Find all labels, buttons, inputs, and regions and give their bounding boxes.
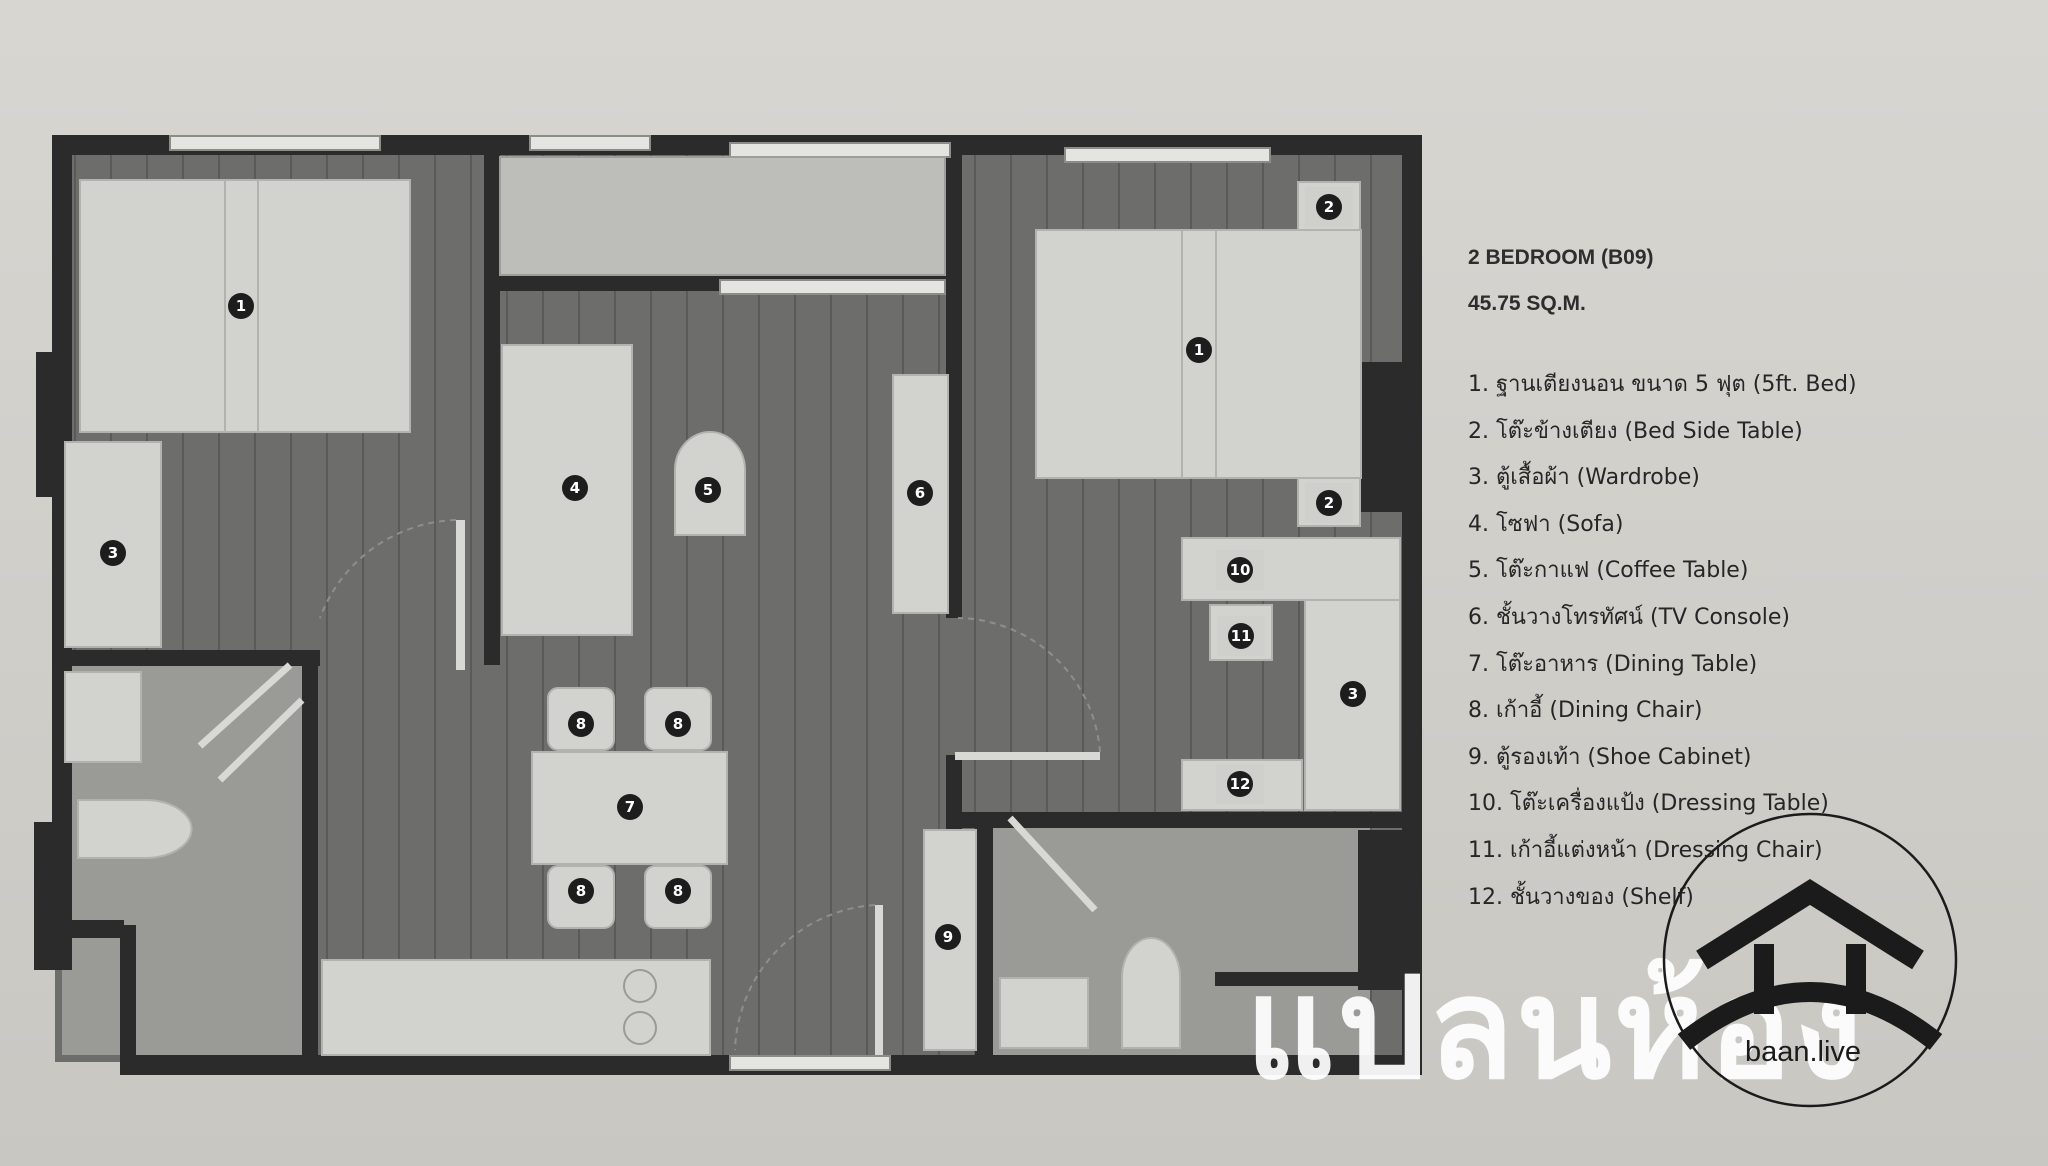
number-marker-label: 2: [1324, 494, 1334, 512]
number-marker-label: 10: [1230, 561, 1251, 579]
basin-2: [999, 977, 1089, 1049]
number-marker-label: 8: [576, 882, 586, 900]
number-marker: 5: [695, 477, 721, 503]
number-marker-label: 2: [1324, 198, 1334, 216]
number-marker: 9: [935, 924, 961, 950]
number-marker-label: 8: [673, 715, 683, 733]
number-marker-label: 4: [570, 479, 580, 497]
number-marker-label: 5: [703, 481, 713, 499]
number-marker: 2: [1305, 483, 1353, 523]
number-marker: 1: [1186, 337, 1212, 363]
number-marker: 6: [907, 480, 933, 506]
legend-item: 7. โต๊ะอาหาร (Dining Table): [1468, 651, 1758, 677]
number-marker: 8: [665, 711, 691, 737]
number-marker-label: 12: [1230, 775, 1251, 793]
number-marker: 8: [568, 711, 594, 737]
number-marker-label: 6: [915, 484, 925, 502]
dressing-table: [1181, 537, 1401, 601]
number-marker: 1: [228, 293, 254, 319]
number-marker-label: 7: [625, 798, 635, 816]
number-marker: 12: [1216, 764, 1264, 804]
legend-item: 10. โต๊ะเครื่องแป้ง (Dressing Table): [1468, 791, 1829, 817]
number-marker: 3: [100, 540, 126, 566]
number-marker: 8: [568, 878, 594, 904]
shower-area: [64, 671, 142, 763]
number-marker: 2: [1305, 187, 1353, 227]
legend-item: 12. ชั้นวางของ (Shelf): [1468, 884, 1694, 910]
legend-item: 1. ฐานเตียงนอน ขนาด 5 ฟุต (5ft. Bed): [1468, 372, 1857, 397]
legend-item: 9. ตู้รองเท้า (Shoe Cabinet): [1468, 744, 1752, 770]
legend-item: 5. โต๊ะกาแฟ (Coffee Table): [1468, 558, 1749, 584]
logo-text: baan.live: [1744, 1036, 1862, 1068]
toilet-1: [77, 799, 193, 859]
number-marker-label: 11: [1231, 627, 1252, 645]
legend-item: 2. โต๊ะข้างเตียง (Bed Side Table): [1468, 418, 1803, 444]
kitchen-counter: [321, 959, 711, 1056]
unit-info-panel: 2 BEDROOM (B09) 45.75 SQ.M. 1. ฐานเตียงน…: [1468, 246, 2028, 921]
number-marker: 11: [1217, 616, 1265, 656]
furniture-legend: 1. ฐานเตียงนอน ขนาด 5 ฟุต (5ft. Bed) 2. …: [1468, 362, 2028, 921]
windows: [169, 135, 1271, 1071]
number-marker-label: 8: [673, 882, 683, 900]
unit-area: 45.75 SQ.M.: [1468, 292, 1586, 315]
legend-item: 11. เก้าอี้แต่งหน้า (Dressing Chair): [1468, 837, 1823, 863]
doors: [197, 519, 1101, 1055]
legend-item: 4. โซฟา (Sofa): [1468, 511, 1624, 537]
number-marker-label: 1: [236, 297, 246, 315]
number-marker-label: 3: [1348, 685, 1358, 703]
storage-cabinet: [499, 156, 946, 276]
legend-item: 8. เก้าอี้ (Dining Chair): [1468, 698, 1703, 724]
number-marker: 7: [617, 794, 643, 820]
legend-item: 6. ชั้นวางโทรทัศน์ (TV Console): [1468, 604, 1791, 630]
number-marker-label: 8: [576, 715, 586, 733]
legend-item: 3. ตู้เสื้อผ้า (Wardrobe): [1468, 465, 1700, 491]
number-marker: 8: [665, 878, 691, 904]
toilet-2: [1121, 937, 1181, 1049]
number-marker-label: 3: [108, 544, 118, 562]
number-marker-label: 9: [943, 928, 953, 946]
number-marker-label: 1: [1194, 341, 1204, 359]
number-marker: 3: [1340, 681, 1366, 707]
number-marker: 10: [1216, 550, 1264, 590]
house-logo-icon: [1662, 812, 1958, 1108]
unit-type-title: 2 BEDROOM (B09): [1468, 246, 1654, 269]
number-marker: 4: [562, 475, 588, 501]
furniture: [64, 179, 1401, 1056]
